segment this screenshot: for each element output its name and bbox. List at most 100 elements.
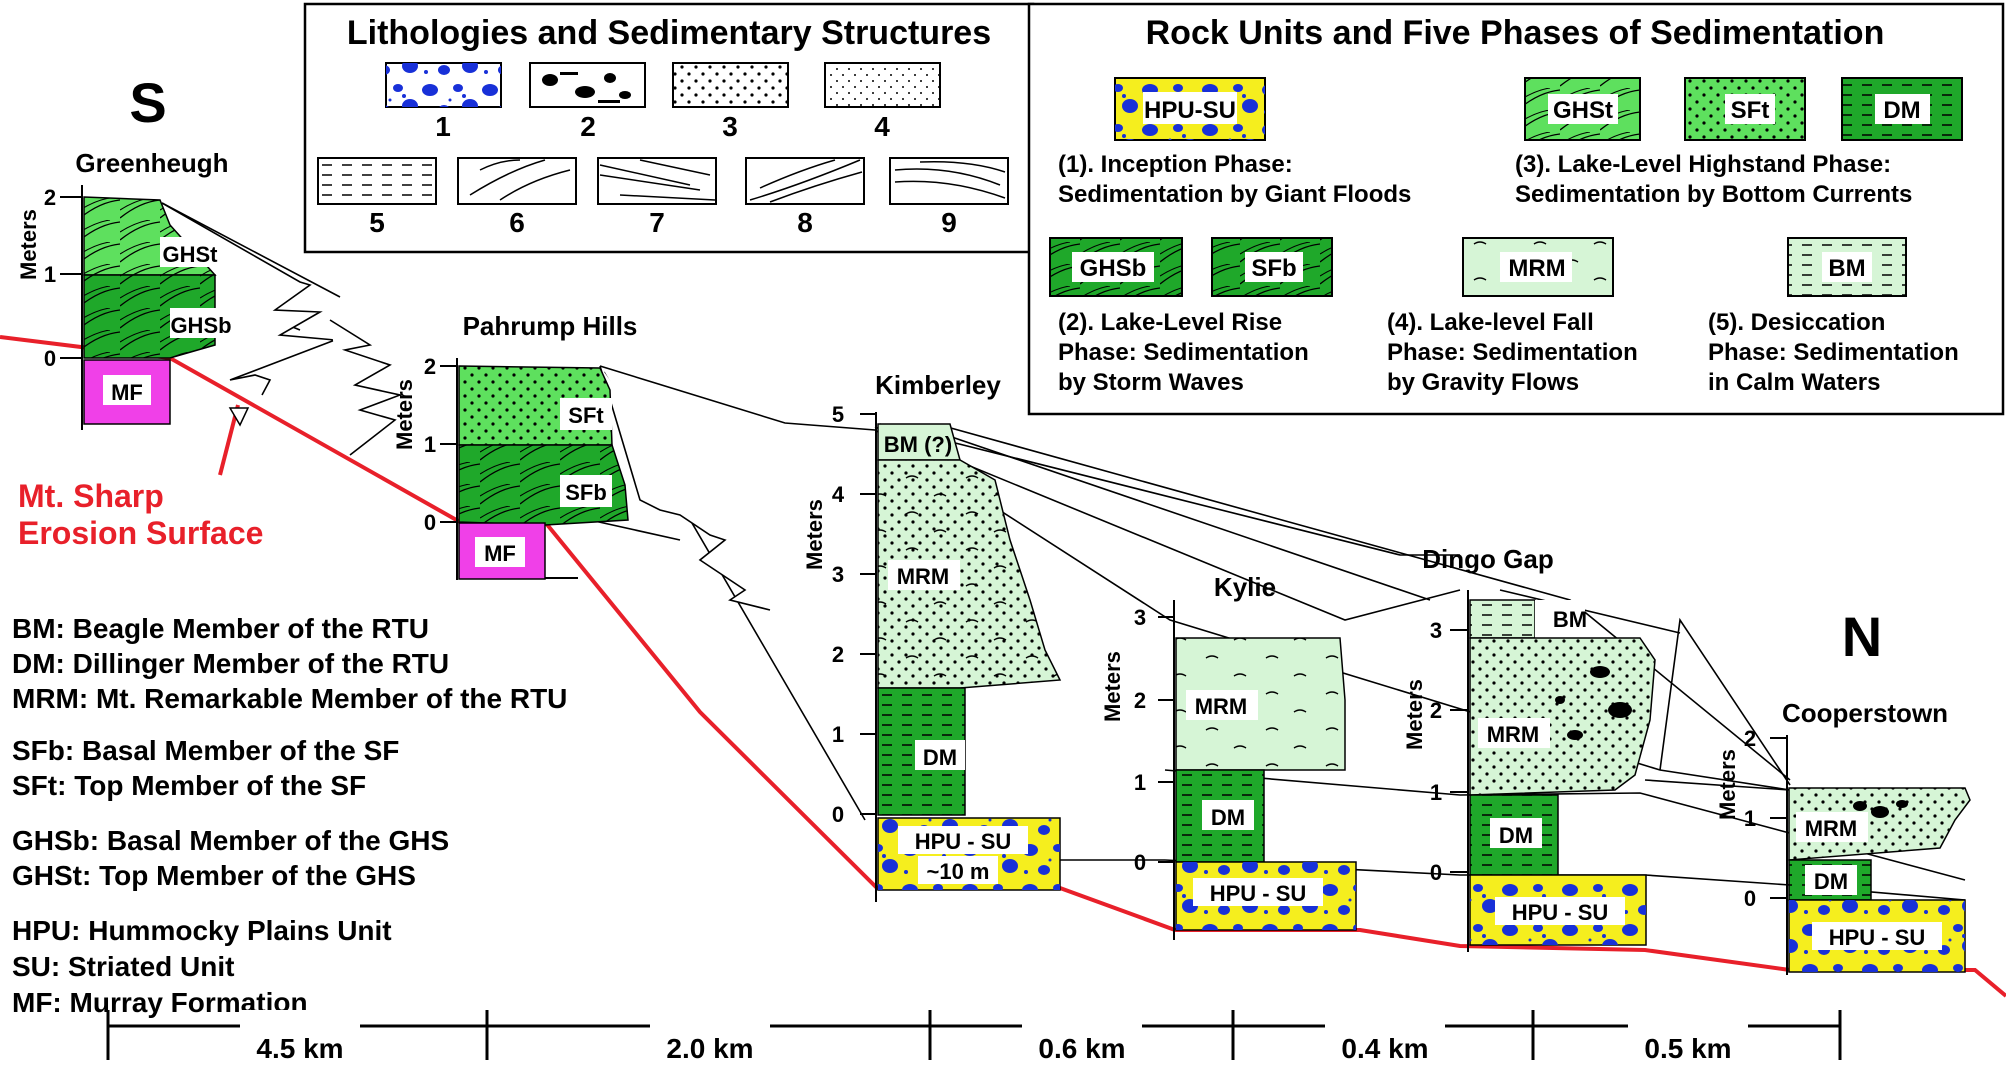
north-compass: N — [1842, 605, 1882, 668]
cooperstown-hpu-label: HPU - SU — [1829, 925, 1926, 950]
distance-scale — [106, 1010, 1842, 1060]
greenheugh-mf-label: MF — [111, 380, 143, 405]
kylie-dm-label: DM — [1211, 805, 1245, 830]
distance-1: 4.5 km — [256, 1033, 343, 1064]
dingo-tick-2: 2 — [1430, 698, 1442, 723]
kylie-mrm-label: MRM — [1195, 694, 1248, 719]
swatch-1-number: 1 — [435, 111, 451, 142]
cooperstown-title: Cooperstown — [1782, 698, 1948, 728]
kimberley-axis-label: Meters — [802, 499, 827, 570]
kimberley-tick-1: 1 — [832, 722, 844, 747]
kimberley-dm-label: DM — [923, 745, 957, 770]
swatch-sfb-label: SFb — [1251, 255, 1296, 282]
swatch-4-box — [824, 62, 941, 108]
greenheugh-ghsb-label: GHSb — [170, 313, 231, 338]
distance-3: 0.6 km — [1038, 1033, 1125, 1064]
kylie-axis-label: Meters — [1100, 651, 1125, 722]
dingo-mrm-label: MRM — [1487, 722, 1540, 747]
greenheugh-axis-label: Meters — [16, 209, 41, 280]
swatch-8-number: 8 — [797, 207, 813, 238]
kylie-title: Kylie — [1214, 572, 1276, 602]
kylie-tick-0: 0 — [1134, 850, 1146, 875]
swatch-bm-label: BM — [1828, 255, 1865, 282]
dingo-dm-label: DM — [1499, 823, 1533, 848]
distance-labels: 4.5 km 2.0 km 0.6 km 0.4 km 0.5 km — [240, 1010, 1748, 1064]
erosion-surface-label-1: Mt. Sharp — [18, 478, 164, 514]
rock-units-legend-title: Rock Units and Five Phases of Sedimentat… — [1146, 14, 1885, 52]
legend-ghsb: GHSb: Basal Member of the GHS — [12, 825, 449, 856]
legend-sfb: SFb: Basal Member of the SF — [12, 735, 399, 766]
phase-5-line-3: in Calm Waters — [1708, 369, 1881, 396]
dingo-tick-0: 0 — [1430, 860, 1442, 885]
swatch-6-box — [457, 157, 577, 205]
kimberley-bm-label: BM (?) — [884, 432, 952, 457]
dingo-axis-label: Meters — [1402, 679, 1427, 750]
greenheugh-title: Greenheugh — [75, 148, 228, 178]
pahrump-sft-label: SFt — [568, 403, 604, 428]
kimberley-tick-2: 2 — [832, 642, 844, 667]
phase-5-line-2: Phase: Sedimentation — [1708, 339, 1959, 366]
swatch-sft-label: SFt — [1731, 97, 1770, 124]
kylie-tick-1: 1 — [1134, 770, 1146, 795]
phase-4-line-1: (4). Lake-level Fall — [1387, 309, 1594, 336]
greenheugh-tick-0: 0 — [44, 346, 56, 371]
pahrump-title: Pahrump Hills — [463, 311, 638, 341]
pahrump-mf-label: MF — [484, 541, 516, 566]
abbreviation-legend: BM: Beagle Member of the RTU DM: Dilling… — [12, 613, 567, 1018]
erosion-surface-label-2: Erosion Surface — [18, 515, 263, 551]
kimberley-title: Kimberley — [875, 370, 1001, 400]
kimberley-tick-4: 4 — [832, 482, 845, 507]
kylie-column: Kylie Meters 3 2 1 0 MRM DM HPU - SU — [1100, 572, 1357, 940]
kimberley-mrm-label: MRM — [897, 564, 950, 589]
greenheugh-column: Greenheugh Meters 2 1 0 GHSt GHSb MF — [16, 148, 232, 430]
swatch-4-number: 4 — [874, 111, 890, 142]
legend-sft: SFt: Top Member of the SF — [12, 770, 366, 801]
distance-5: 0.5 km — [1644, 1033, 1731, 1064]
legend-ghst: GHSt: Top Member of the GHS — [12, 860, 416, 891]
rock-units-legend-box: Rock Units and Five Phases of Sedimentat… — [1027, 2, 2005, 416]
kimberley-tick-0: 0 — [832, 802, 844, 827]
swatch-9-number: 9 — [941, 207, 957, 238]
swatch-6-number: 6 — [509, 207, 525, 238]
dingo-title: Dingo Gap — [1422, 544, 1553, 574]
phase-2-line-2: Phase: Sedimentation — [1058, 339, 1309, 366]
swatch-7-number: 7 — [649, 207, 665, 238]
kylie-hpu-label: HPU - SU — [1210, 881, 1307, 906]
dingo-gap-column: Dingo Gap Meters 3 2 1 0 BM MRM DM HPU -… — [1402, 544, 1656, 952]
cooperstown-tick-0: 0 — [1744, 886, 1756, 911]
legend-bm: BM: Beagle Member of the RTU — [12, 613, 429, 644]
distance-2: 2.0 km — [666, 1033, 753, 1064]
phase-4-line-2: Phase: Sedimentation — [1387, 339, 1638, 366]
pahrump-sfb-label: SFb — [565, 480, 607, 505]
cooperstown-column: Cooperstown Meters 2 1 0 MRM DM HPU - SU — [1715, 698, 1971, 975]
phase-5-line-1: (5). Desiccation — [1708, 309, 1885, 336]
phase-3-line-2: Sedimentation by Bottom Currents — [1515, 181, 1912, 208]
greenheugh-tick-2: 2 — [44, 185, 56, 210]
phase-3-line-1: (3). Lake-Level Highstand Phase: — [1515, 151, 1891, 178]
swatch-5-box — [317, 157, 437, 205]
cooperstown-dm-label: DM — [1814, 869, 1848, 894]
legend-hpu: HPU: Hummocky Plains Unit — [12, 915, 392, 946]
dingo-tick-3: 3 — [1430, 618, 1442, 643]
kimberley-tick-3: 3 — [832, 562, 844, 587]
kimberley-10m-label: ~10 m — [927, 859, 990, 884]
distance-4: 0.4 km — [1341, 1033, 1428, 1064]
south-compass: S — [129, 71, 166, 134]
kimberley-hpu-label: HPU - SU — [915, 829, 1012, 854]
swatch-3-box — [672, 62, 789, 108]
phase-1-line-2: Sedimentation by Giant Floods — [1058, 181, 1411, 208]
swatch-mrm-label: MRM — [1508, 255, 1565, 282]
greenheugh-tick-1: 1 — [44, 262, 56, 287]
dingo-bm-label: BM — [1553, 607, 1587, 632]
greenheugh-ghst-label: GHSt — [163, 242, 219, 267]
pahrump-hills-column: Pahrump Hills Meters 2 1 0 SFt SFb MF — [392, 311, 637, 580]
pahrump-tick-0: 0 — [424, 510, 436, 535]
erosion-surface-annotation: Mt. Sharp Erosion Surface — [18, 404, 263, 551]
dingo-tick-1: 1 — [1430, 780, 1442, 805]
pahrump-tick-1: 1 — [424, 432, 436, 457]
legend-su: SU: Striated Unit — [12, 951, 234, 982]
phase-2-line-1: (2). Lake-Level Rise — [1058, 309, 1282, 336]
swatch-ghst-label: GHSt — [1553, 97, 1613, 124]
kimberley-column: Kimberley Meters 5 4 3 2 1 0 BM (?) MRM … — [802, 370, 1062, 902]
